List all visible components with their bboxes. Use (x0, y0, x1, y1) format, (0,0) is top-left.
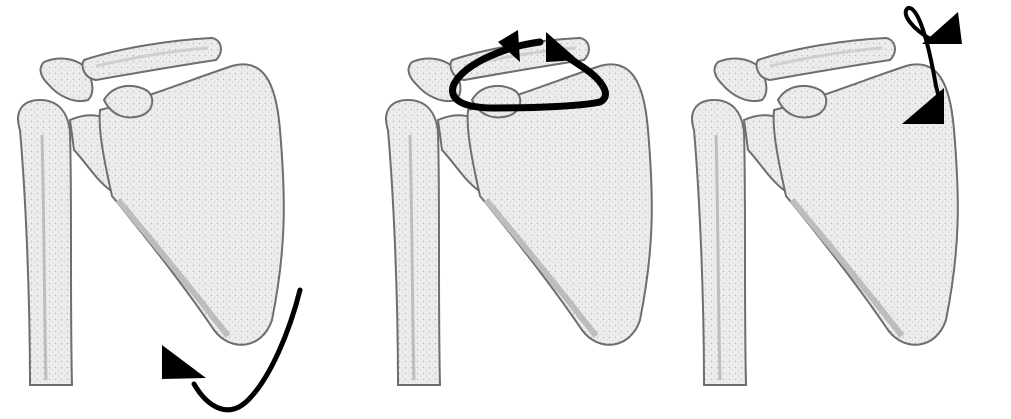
shoulder-bones (18, 38, 284, 385)
shoulder-bones (386, 38, 652, 385)
scapula-drawing (368, 0, 705, 419)
panel-elevation (368, 0, 705, 419)
panel-downward-rotation (0, 0, 337, 419)
panel-tilt (674, 0, 1011, 419)
scapula-drawing (674, 0, 1011, 419)
scapula-drawing (0, 0, 337, 419)
shoulder-bones (692, 38, 958, 385)
